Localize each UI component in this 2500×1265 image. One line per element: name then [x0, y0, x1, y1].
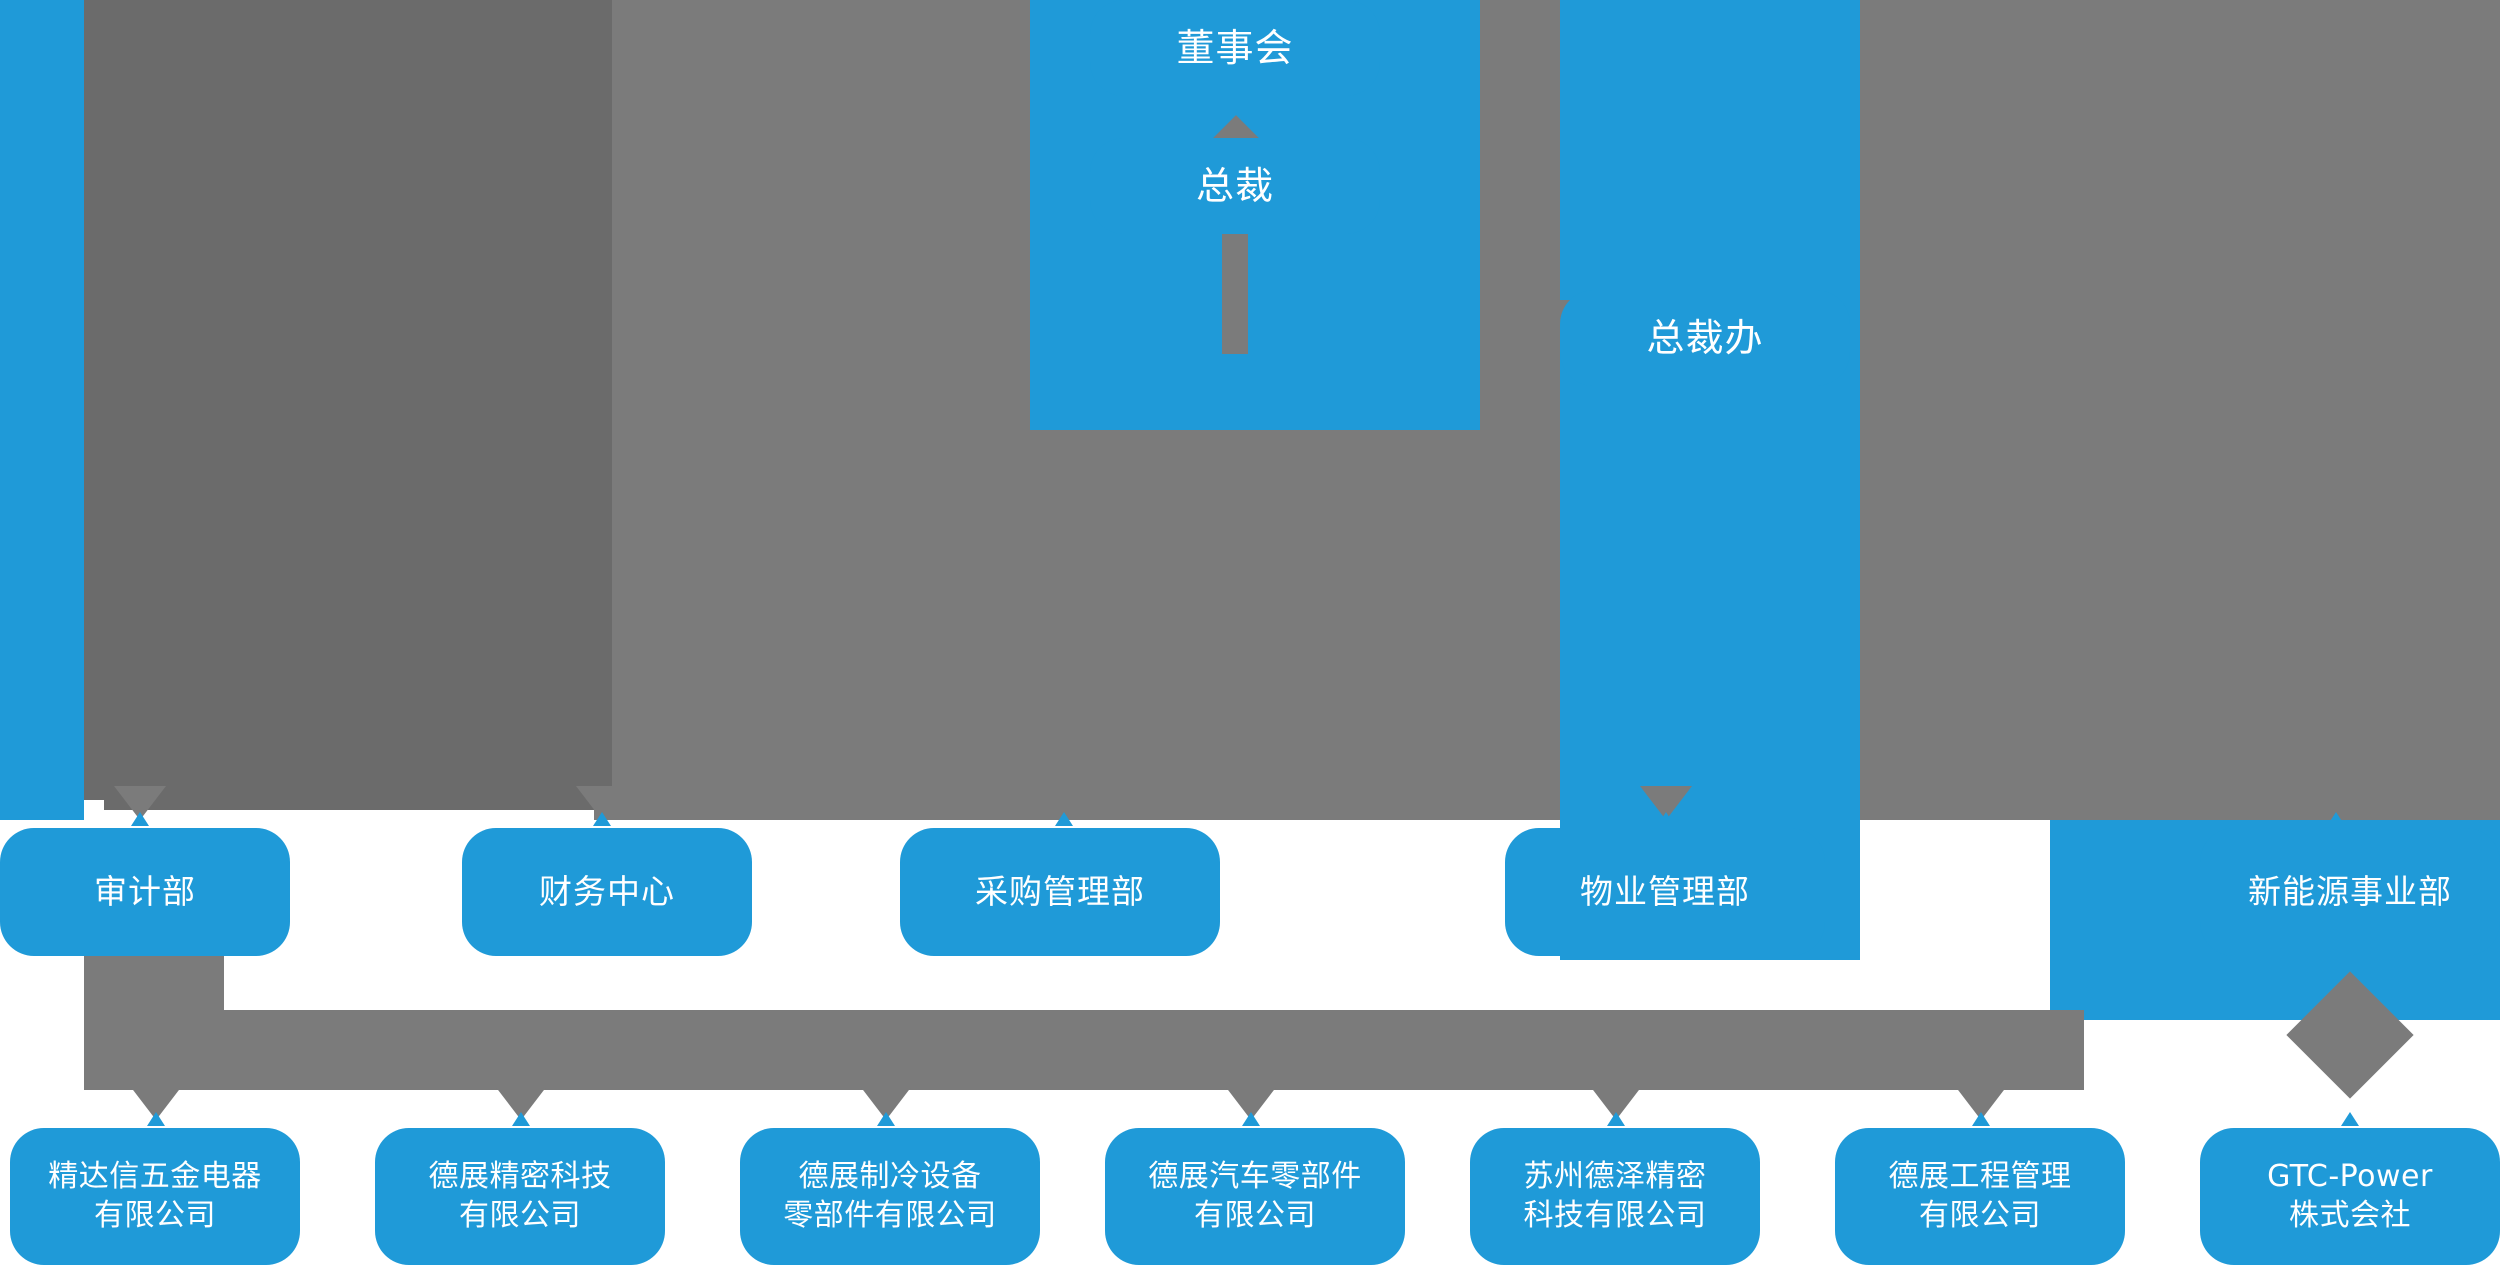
notch-audit — [131, 812, 149, 826]
notch-jingdaxin — [147, 1112, 165, 1126]
connector-bus-feed-left — [84, 956, 224, 1016]
gray-mask-left-b — [104, 780, 594, 810]
notch-dezhan-precision — [512, 1112, 530, 1126]
node-sub-dezhan-precision-label: 德展精密科技 有限公司 — [428, 1159, 612, 1233]
node-president-office[interactable]: 总裁办 — [1560, 290, 1850, 386]
notch-gtc-power — [2341, 1112, 2359, 1126]
node-dept-finance-label: 财务中心 — [539, 871, 675, 911]
gray-mask-left — [84, 0, 612, 800]
node-president-office-label: 总裁办 — [1646, 315, 1764, 360]
band-gap-b — [1400, 430, 1480, 550]
node-board[interactable]: 董事会 — [1090, 0, 1380, 96]
node-sub-dezhan-precision[interactable]: 德展精密科技 有限公司 — [375, 1128, 665, 1265]
node-sub-dezhan-eng-label: 德展工程管理 有限公司 — [1888, 1159, 2072, 1233]
node-sub-gtc-power[interactable]: GTC-Power 株式会社 — [2200, 1128, 2500, 1265]
node-sub-dezhan-cooling[interactable]: 德展制冷设备 零部件有限公司 — [740, 1128, 1040, 1265]
node-dept-property-label: 物业管理部 — [1580, 871, 1750, 911]
node-dept-finance[interactable]: 财务中心 — [462, 828, 752, 956]
notch-dezhan-auto — [1242, 1112, 1260, 1126]
node-dept-purchasing-label: 采购管理部 — [975, 871, 1145, 911]
connector-president-trunk — [1222, 234, 1248, 354]
node-sub-suzhou-deze[interactable]: 苏州德泽精密 科技有限公司 — [1470, 1128, 1760, 1265]
node-sub-dezhan-eng[interactable]: 德展工程管理 有限公司 — [1835, 1128, 2125, 1265]
node-sub-dezhan-cooling-label: 德展制冷设备 零部件有限公司 — [783, 1159, 997, 1233]
node-sub-gtc-power-label: GTC-Power 株式会社 — [2267, 1159, 2433, 1233]
node-president-label: 总裁 — [1195, 163, 1274, 208]
node-board-label: 董事会 — [1176, 25, 1294, 70]
node-sub-jingdaxin-label: 精达信五金电器 有限公司 — [48, 1159, 262, 1233]
node-sub-suzhou-deze-label: 苏州德泽精密 科技有限公司 — [1523, 1159, 1707, 1233]
notch-new-energy — [2327, 812, 2345, 826]
node-dept-audit-label: 审计部 — [94, 871, 196, 911]
node-sub-dezhan-auto[interactable]: 德展汽车零部件 有限公司 — [1105, 1128, 1405, 1265]
node-dept-new-energy-label: 新能源事业部 — [2248, 871, 2452, 911]
notch-property — [1657, 812, 1675, 826]
gray-mask-mid — [612, 0, 2500, 790]
connector-bus-horizontal — [84, 1010, 2084, 1090]
notch-purchasing — [1055, 812, 1073, 826]
node-dept-property[interactable]: 物业管理部 — [1505, 828, 1825, 956]
notch-finance — [593, 812, 611, 826]
node-dept-new-energy[interactable]: 新能源事业部 — [2200, 828, 2500, 956]
notch-dezhan-eng — [1972, 1112, 1990, 1126]
node-president[interactable]: 总裁 — [1090, 138, 1380, 234]
node-sub-jingdaxin[interactable]: 精达信五金电器 有限公司 — [10, 1128, 300, 1265]
band-left-edge — [0, 0, 84, 820]
arrow-to-gtc-power — [2324, 1060, 2376, 1094]
band-gap-a — [1030, 430, 1110, 550]
node-sub-dezhan-auto-label: 德展汽车零部件 有限公司 — [1148, 1159, 1362, 1233]
notch-dezhan-cooling — [877, 1112, 895, 1126]
node-dept-audit[interactable]: 审计部 — [0, 828, 290, 956]
gray-mask-mid-2 — [594, 790, 2500, 820]
notch-suzhou-deze — [1607, 1112, 1625, 1126]
node-dept-purchasing[interactable]: 采购管理部 — [900, 828, 1220, 956]
band-office-trunk — [1560, 0, 1860, 960]
